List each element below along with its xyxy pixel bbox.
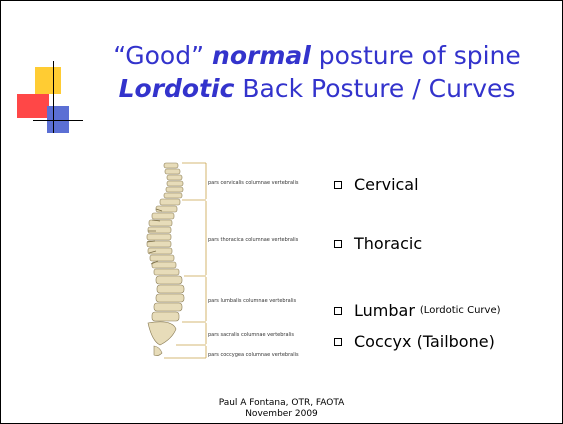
bullet-coccyx: Coccyx (Tailbone) (334, 332, 495, 351)
bullet-cervical: Cervical (334, 175, 419, 194)
title-line-1: “Good” normal posture of spine (77, 39, 557, 72)
bullet-label: Coccyx (Tailbone) (354, 332, 495, 351)
footer-author: Paul A Fontana, OTR, FAOTA (1, 398, 562, 409)
spine-label-lumbar: pars lumbalis columnae vertebralis (208, 298, 296, 304)
bullet-thoracic: Thoracic (334, 234, 422, 253)
title-emphasis-lordotic: Lordotic (119, 74, 235, 103)
title-quote: “Good” (113, 41, 204, 70)
bullet-label: Cervical (354, 175, 419, 194)
vertebral-column-image (147, 163, 184, 356)
bullet-square-icon (334, 307, 342, 315)
spine-label-thoracic: pars thoracica columnae vertebralis (208, 237, 299, 243)
spine-label-cervical: pars cervicalis columnae vertebralis (208, 180, 299, 186)
bullet-label: Lumbar (354, 301, 415, 320)
bullet-square-icon (334, 181, 342, 189)
bullet-lumbar: Lumbar (Lordotic Curve) (334, 301, 501, 320)
decor-horizontal-line (33, 120, 83, 121)
title-emphasis-normal: normal (212, 41, 311, 70)
decor-vertical-line (53, 61, 54, 133)
bullet-label: Thoracic (354, 234, 422, 253)
bullet-square-icon (334, 240, 342, 248)
title-line-1-rest: posture of spine (319, 41, 521, 70)
bullet-note: (Lordotic Curve) (420, 305, 501, 316)
title-line-2-rest: Back Posture / Curves (242, 74, 515, 103)
bullet-square-icon (334, 338, 342, 346)
spine-label-sacral: pars sacralis columnae vertebralis (208, 332, 294, 338)
footer-date: November 2009 (1, 409, 562, 420)
footer: Paul A Fontana, OTR, FAOTA November 2009 (1, 398, 562, 420)
decor-yellow-square (35, 67, 61, 94)
slide-title: “Good” normal posture of spine Lordotic … (77, 39, 557, 105)
decor-red-square (17, 94, 49, 118)
spine-label-coccygeal: pars coccygea columnae vertebralis (208, 352, 299, 358)
spine-illustration: pars cervicalis columnae vertebralis par… (142, 161, 322, 361)
title-line-2: Lordotic Back Posture / Curves (77, 72, 557, 105)
